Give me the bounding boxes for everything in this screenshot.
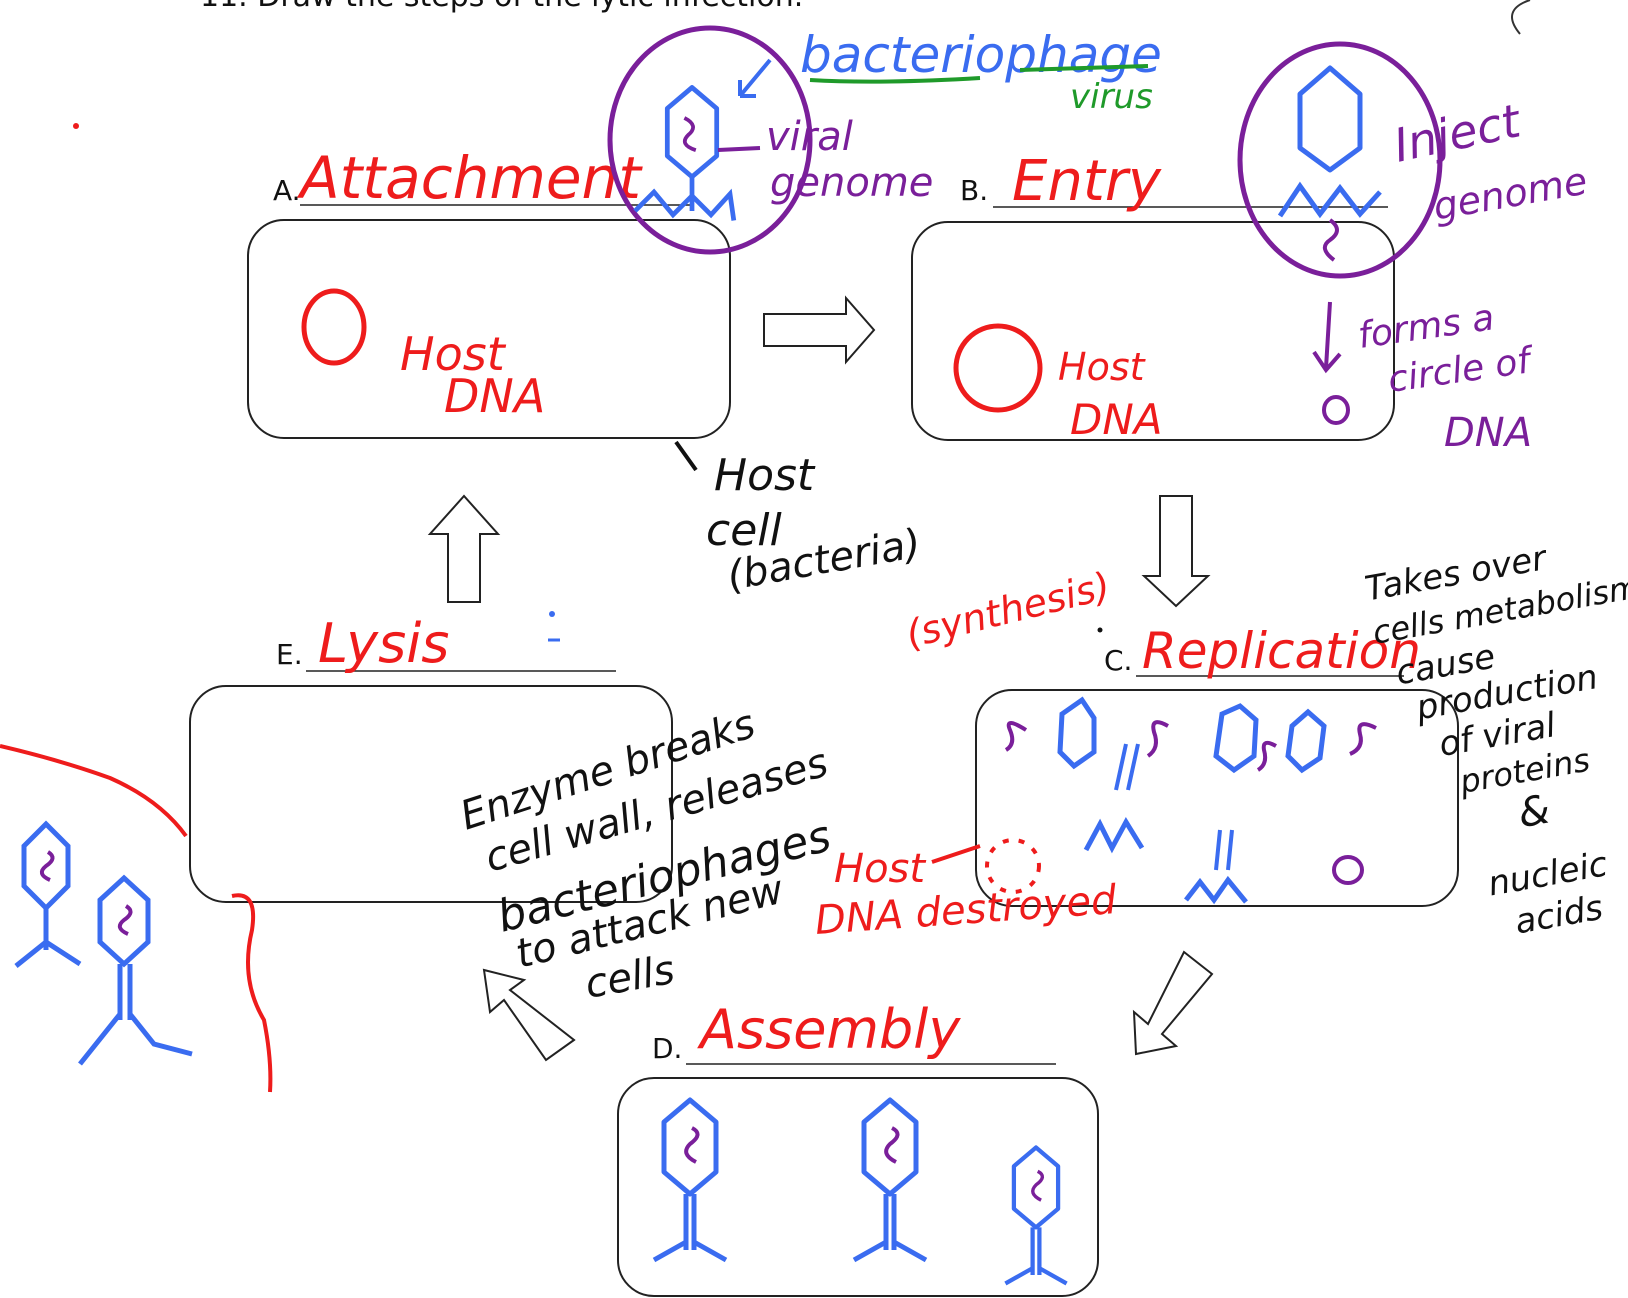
stray-dot bbox=[549, 611, 555, 617]
takes-over-note: Takes over cells metabolism cause produc… bbox=[1362, 538, 1628, 943]
viral-genome-label-2: genome bbox=[770, 160, 933, 206]
attachment-phage-circle bbox=[607, 25, 813, 255]
flow-arrow-right-icon bbox=[763, 295, 876, 365]
step-a-cell-box bbox=[247, 219, 731, 439]
step-a-host-label: Host bbox=[400, 327, 507, 381]
step-e-name: Lysis bbox=[318, 612, 449, 675]
step-e-letter: E. bbox=[276, 638, 303, 671]
step-e-cell-box bbox=[189, 685, 673, 903]
flow-arrow-up-icon bbox=[427, 494, 501, 603]
step-a-name: Attachment bbox=[296, 144, 643, 212]
ruptured-cell-wall-top bbox=[0, 744, 188, 838]
host-destroyed-pointer bbox=[931, 844, 981, 864]
flow-arrow-down-icon bbox=[1141, 495, 1211, 608]
stray-dot bbox=[73, 123, 79, 129]
step-a-host-dna-circle bbox=[301, 288, 367, 366]
ruptured-cell-wall-right bbox=[231, 893, 273, 1093]
step-d-cell-box bbox=[617, 1077, 1099, 1297]
released-phage-icon-2 bbox=[78, 874, 193, 1066]
host-cell-pointer bbox=[674, 440, 698, 472]
step-b-letter: B. bbox=[960, 174, 988, 207]
worksheet-question: 11. Draw the steps of the lytic infectio… bbox=[200, 0, 803, 14]
step-c-cell-box bbox=[975, 689, 1459, 907]
stray-dot bbox=[1097, 627, 1103, 633]
viral-dna-circle bbox=[1322, 395, 1350, 425]
inject-label-2: genome bbox=[1430, 159, 1591, 229]
step-a-dna-label: DNA bbox=[444, 369, 545, 423]
bacteriophage-label: bacteriophage bbox=[800, 26, 1162, 84]
page-margin-mark bbox=[1511, 0, 1531, 35]
assembled-phage-icon-3 bbox=[1005, 1148, 1066, 1284]
enzyme-note: Enzyme breaks cell wall, releases bacter… bbox=[455, 701, 836, 1008]
step-d-letter: D. bbox=[652, 1032, 682, 1065]
viral-dna-down-arrow bbox=[1312, 301, 1342, 374]
inject-label-1: Inject bbox=[1389, 93, 1526, 173]
replication-parts bbox=[985, 696, 1377, 905]
step-c-letter: C. bbox=[1104, 644, 1132, 677]
bacteriophage-underline bbox=[809, 64, 1149, 84]
host-cell-label-1: Host bbox=[714, 450, 816, 501]
flow-arrow-up-left-icon bbox=[482, 968, 576, 1062]
step-b-host-dna-circle bbox=[953, 323, 1043, 413]
step-b-host-label: Host bbox=[1058, 345, 1147, 389]
viral-genome-label-1: viral bbox=[766, 114, 853, 160]
step-c-name: Replication bbox=[1142, 622, 1421, 680]
viral-genome-pointer bbox=[717, 146, 761, 152]
step-b-dna-label: DNA bbox=[1070, 395, 1163, 444]
host-destroyed-label-1: Host bbox=[834, 846, 926, 892]
host-cell-label-2: cell bbox=[706, 505, 782, 556]
flow-arrow-down-left-icon bbox=[1132, 950, 1214, 1056]
takes-over-line-7: & bbox=[1515, 786, 1554, 837]
step-d-name: Assembly bbox=[697, 998, 961, 1061]
assembled-phage-icon-2 bbox=[854, 1100, 926, 1260]
step-a-letter: A. bbox=[273, 174, 301, 207]
entry-phage-circle bbox=[1237, 41, 1443, 279]
bacteriophage-pointer-arrow bbox=[738, 58, 772, 98]
entry-phage-icon bbox=[1277, 65, 1382, 262]
step-b-cell-box bbox=[911, 221, 1395, 441]
released-phage-icon-1 bbox=[14, 820, 82, 968]
forms-label-3: DNA bbox=[1444, 410, 1532, 456]
virus-label: virus bbox=[1070, 77, 1153, 117]
attachment-phage-icon bbox=[633, 85, 737, 221]
synthesis-label: (synthesis) bbox=[902, 564, 1115, 657]
step-b-name: Entry bbox=[1012, 149, 1162, 214]
assembled-phage-icon-1 bbox=[654, 1100, 726, 1260]
